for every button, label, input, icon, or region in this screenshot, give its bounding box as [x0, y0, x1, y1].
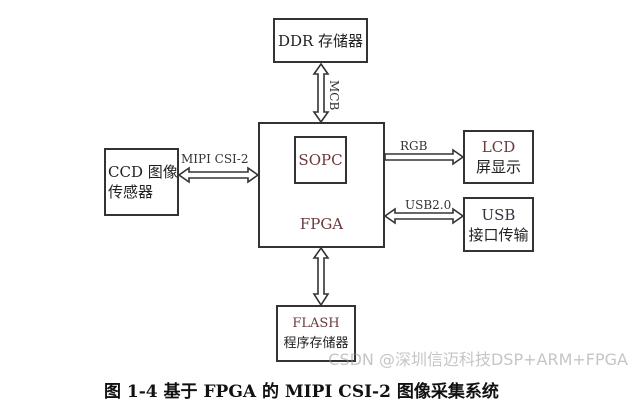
usb2-label: USB2.0	[405, 198, 452, 212]
ccd-label-1: CCD 图像	[108, 163, 178, 181]
fpga-block: FPGA	[258, 122, 385, 248]
rgb-label: RGB	[400, 139, 428, 153]
flash-label-1: FLASH	[292, 315, 340, 331]
watermark: CSDN @深圳信迈科技DSP+ARM+FPGA	[328, 350, 628, 369]
arrow-mipi	[177, 166, 260, 184]
arrow-flash	[312, 246, 330, 307]
mcb-label: MCB	[327, 80, 341, 111]
mipi-label: MIPI CSI-2	[181, 152, 249, 166]
usb-label-1: USB	[481, 205, 516, 224]
arrow-rgb	[384, 148, 465, 166]
sopc-label: SOPC	[298, 151, 343, 169]
ddr-label: DDR 存储器	[277, 31, 364, 50]
ccd-label-2: 传感器	[108, 183, 154, 201]
lcd-label-2: 屏显示	[475, 158, 521, 176]
ccd-block: CCD 图像 传感器	[104, 148, 179, 216]
flash-block: FLASH 程序存储器	[276, 305, 356, 362]
usb-block: USB 接口传输	[463, 197, 534, 252]
arrow-mcb	[312, 62, 330, 124]
fpga-label: FPGA	[299, 215, 344, 233]
flash-label-2: 程序存储器	[283, 335, 349, 351]
figure-caption: 图 1-4 基于 FPGA 的 MIPI CSI-2 图像采集系统	[104, 382, 499, 402]
lcd-label-1: LCD	[481, 138, 516, 156]
lcd-block: LCD 屏显示	[463, 130, 534, 184]
ddr-block: DDR 存储器	[273, 18, 368, 63]
usb-label-2: 接口传输	[468, 225, 529, 244]
sopc-block: SOPC	[294, 136, 347, 184]
